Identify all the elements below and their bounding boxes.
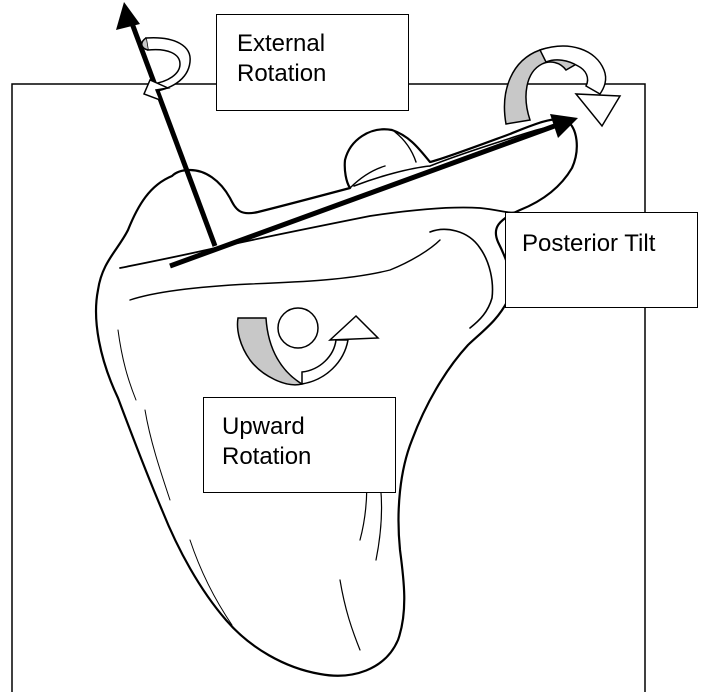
upward-rotation-label-box: Upward Rotation — [203, 397, 396, 493]
external-rotation-label-line-1: External — [237, 29, 408, 59]
posterior-tilt-arrow-icon — [504, 46, 620, 126]
upward-rotation-label-line-1: Upward — [222, 412, 395, 442]
upward-rotation-label-line-2: Rotation — [222, 442, 395, 472]
external-rotation-axis-arrowhead — [116, 2, 140, 30]
posterior-tilt-label-box: Posterior Tilt — [505, 212, 698, 308]
external-rotation-label-box: External Rotation — [216, 14, 409, 111]
posterior-tilt-label: Posterior Tilt — [522, 229, 697, 259]
external-rotation-label-line-2: Rotation — [237, 59, 408, 89]
